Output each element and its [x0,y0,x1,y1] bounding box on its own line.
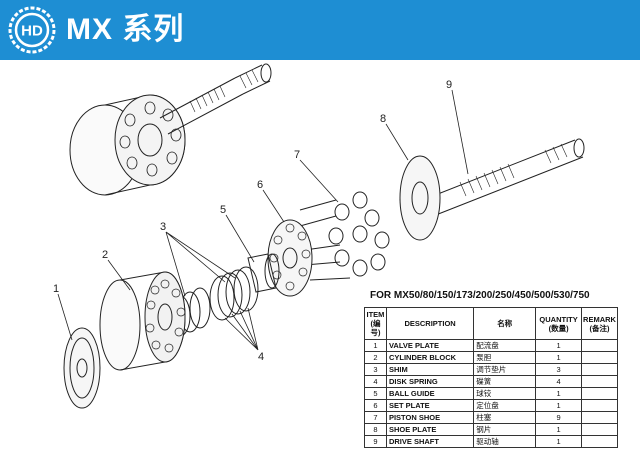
parts-table-title: FOR MX50/80/150/173/200/250/450/500/530/… [370,290,590,301]
callout-4: 4 [258,351,264,363]
page-header: HD MX 系列 [0,0,640,60]
callout-9: 9 [446,79,452,91]
set-plate [267,219,313,297]
valve-plate [63,327,101,409]
callout-6: 6 [257,179,263,191]
pump-housing [69,94,186,196]
piston-shoes [299,191,390,281]
company-logo: HD [8,6,56,54]
callout-2: 2 [102,249,108,261]
header-description: DESCRIPTION [385,307,475,340]
header-quantity: QUANTITY(数量) [535,307,583,340]
disk-springs [209,266,259,321]
exploded-view-drawing: 1 2 3 4 5 6 7 8 9 [53,63,585,409]
callout-7: 7 [294,149,300,161]
shoe-plate [399,155,441,241]
callout-3: 3 [160,221,166,233]
header-name: 名称 [473,307,537,340]
header-item: ITEM(编号) [364,307,387,340]
parts-table: ITEM(编号) DESCRIPTION 名称 QUANTITY(数量) REM… [364,307,618,448]
page-title: MX 系列 [66,13,185,46]
parts-table-header: ITEM(编号) DESCRIPTION 名称 QUANTITY(数量) REM… [364,307,618,340]
callout-5: 5 [220,204,226,216]
callout-1: 1 [53,283,59,295]
callout-8: 8 [380,113,386,125]
leader-lines [57,89,469,351]
ball-guide [247,253,280,293]
header-remark: REMARK(备注) [581,307,618,340]
cylinder-block [99,271,186,371]
logo-text: HD [21,23,43,40]
input-shaft [159,63,272,135]
